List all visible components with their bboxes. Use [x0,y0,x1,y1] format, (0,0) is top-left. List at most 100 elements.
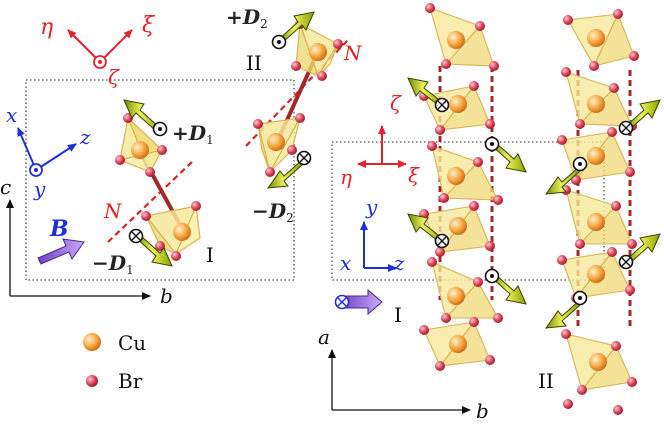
br-atom [425,3,435,13]
br-atom [469,81,479,91]
chain-ii-dm-vectors [544,99,661,329]
cu-atom [449,335,467,353]
br-atom [439,193,449,203]
cu-atom [267,133,285,151]
axis-b-label: b [160,284,173,308]
dm-vector [618,99,661,136]
br-atom [577,385,587,395]
right-rotated-frame: ζ η ξ [340,91,420,189]
br-atom [611,201,621,211]
br-atom [469,201,479,211]
br-atom [563,399,573,409]
cu-atom [587,147,605,165]
br-atom [145,167,155,177]
field-b-arrow: B [37,216,85,265]
right-axis-b-label: b [476,399,489,423]
dm-vector [484,136,527,173]
br-atom [287,145,297,155]
cu-atom [173,223,191,241]
cu-atom [587,265,605,283]
br-atom [419,325,429,335]
legend: Cu Br [83,331,146,393]
minus-d2-label: −D2 [252,199,294,225]
right-frame-y-label: y [365,195,378,219]
right-frame-xi-label: ξ [408,163,420,187]
br-atom [191,201,201,211]
chain-ii-tetrahedra [561,12,635,392]
tetrahedron-lower-left [141,201,201,261]
br-atom [561,67,571,77]
tetrahedron-lower-right [253,113,305,177]
legend-cu-label: Cu [118,331,146,355]
br-atom [627,377,637,387]
frame-x-label: x [6,103,17,127]
right-xyz-frame: y x z [340,195,405,275]
br-atom [435,247,445,257]
dm-vector [484,268,527,305]
br-atom [427,141,437,151]
br-atom [171,251,181,261]
br-atom [317,71,327,81]
br-atom [469,317,479,327]
left-panel: η ξ ζ x z y c b B N [0,5,363,308]
cu-atom [589,353,607,371]
br-atom [157,145,167,155]
br-atom [589,61,599,71]
cu-atom [131,141,149,159]
legend-cu-swatch [83,333,101,351]
br-atom [489,61,499,71]
br-atom [493,313,503,323]
dm-vector [407,213,450,249]
cu-atom [449,95,467,113]
cu-atom [447,287,465,305]
right-frame-eta-label: η [340,165,352,189]
br-atom [291,61,301,71]
left-xyz-frame: x z y [6,103,91,201]
chain-i-tetrahedra [423,7,499,368]
right-crystal-axes: a b [318,325,489,423]
frame-y-label: y [33,177,46,201]
cu-atom [447,167,465,185]
tetrahedron-upper-right [291,19,343,81]
axis-c-label: c [0,175,11,199]
left-rotated-frame: η ξ ζ [40,13,156,89]
br-atom [475,21,485,31]
dm-vector [618,233,661,270]
frame-z-label: z [79,125,91,149]
br-atom [625,167,635,177]
br-atom [629,51,639,61]
right-frame-z-label: z [393,251,405,275]
legend-br-label: Br [118,369,143,393]
legend-br-swatch [86,375,98,387]
chain-ii-label: II [538,369,554,393]
chain-i-cu-atoms [447,31,467,353]
br-atom [473,157,483,167]
br-atom [557,255,567,265]
dm-vector-plus-d1: +D1 [123,99,214,147]
dm-vector-minus-d1: −D1 [92,228,173,277]
plus-d1-label: +D1 [172,121,214,147]
br-atom [575,239,585,249]
right-frame-x-label: x [340,251,351,275]
cu-atom [309,43,327,61]
right-field-arrow: I [334,288,402,327]
frame-eta-label: η [40,15,53,40]
frame-xi-label: ξ [142,13,156,38]
left-crystal-axes: c b [0,175,173,308]
right-panel: ζ η ξ y x z I a b [318,3,661,423]
br-atom [609,83,619,93]
chain-ii-cu-atoms [587,29,607,371]
frame-zeta-label: ζ [108,65,120,89]
br-atom [427,257,437,267]
cu-atom [447,31,465,49]
field-b-label: B [49,216,69,242]
right-frame-zeta-label: ζ [390,91,402,115]
br-atom [557,135,567,145]
br-atom [155,241,165,251]
br-atom [253,119,263,129]
cu-atom [587,213,605,231]
br-atom [485,355,495,365]
br-atom [613,405,623,415]
right-field-site-label: I [394,303,402,327]
